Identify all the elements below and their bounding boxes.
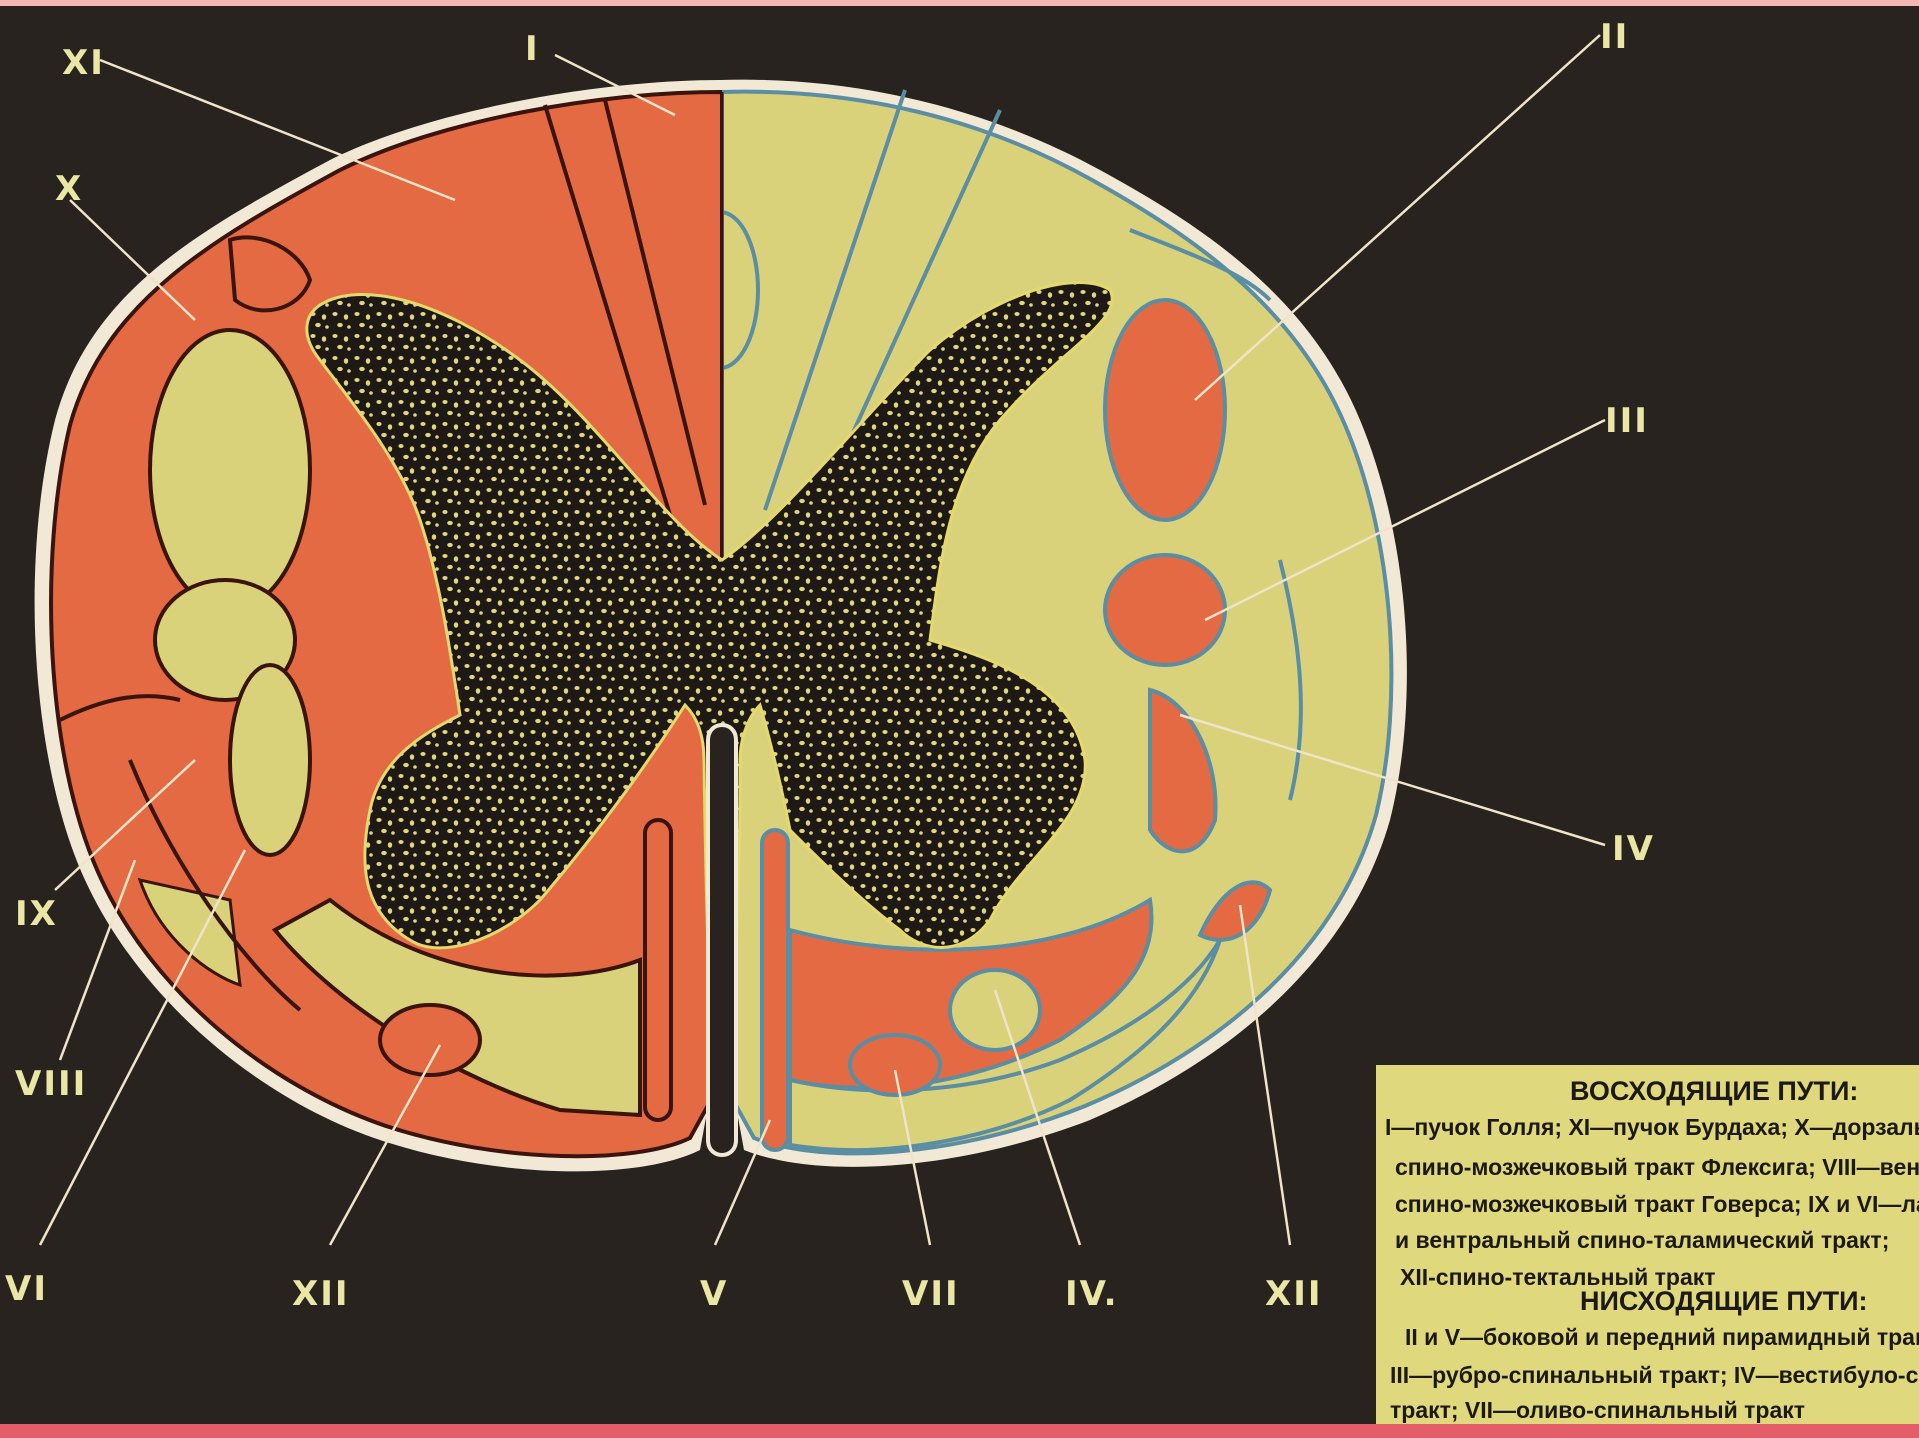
label-iv-right: IV xyxy=(1612,829,1655,869)
label-xii-right: XII xyxy=(1265,1274,1323,1314)
legend-descending-line-2: III—рубро-спинальный тракт; IV—вестибуло… xyxy=(1390,1362,1919,1388)
label-iv-bottom: IV. xyxy=(1065,1274,1119,1314)
right-tract-iii xyxy=(1105,555,1225,665)
label-ii: II xyxy=(1600,17,1629,57)
bottom-frame xyxy=(0,1424,1919,1438)
right-tract-vii xyxy=(850,1035,940,1095)
right-tract-ii xyxy=(1105,300,1225,520)
right-anterior-strip xyxy=(762,830,788,1150)
label-viii: VIII xyxy=(15,1064,87,1104)
label-iii: III xyxy=(1605,401,1649,441)
label-v: V xyxy=(700,1274,728,1314)
legend-descending-title: НИСХОДЯЩИЕ ПУТИ: xyxy=(1580,1286,1868,1316)
label-xii-left: XII xyxy=(292,1274,350,1314)
left-tract-oval-low xyxy=(230,665,310,855)
label-i: I xyxy=(525,29,540,69)
legend-ascending-title: ВОСХОДЯЩИЕ ПУТИ: xyxy=(1570,1076,1858,1106)
label-x: X xyxy=(55,169,83,209)
legend-ascending-line-2: спино-мозжечковый тракт Флексига; VIII—в… xyxy=(1395,1154,1919,1180)
left-anterior-strip xyxy=(645,820,671,1120)
right-tract-iv-lower xyxy=(950,970,1040,1050)
legend-descending-line-3: тракт; VII—оливо-спинальный тракт xyxy=(1390,1397,1805,1423)
label-vii: VII xyxy=(902,1274,960,1314)
label-xi: XI xyxy=(62,43,105,83)
legend-card: ВОСХОДЯЩИЕ ПУТИ: I—пучок Голля; XI—пучок… xyxy=(1376,1065,1919,1424)
legend-descending-line-1: II и V—боковой и передний пирамидный тра… xyxy=(1405,1324,1919,1350)
label-ix: IX xyxy=(15,894,58,934)
legend-ascending-line-1: I—пучок Голля; XI—пучок Бурдаха; X—дорза… xyxy=(1385,1114,1919,1140)
left-tract-oval-upper xyxy=(150,330,310,610)
legend-ascending-line-4: и вентральный спино-таламический тракт; xyxy=(1395,1227,1889,1253)
label-vi: VI xyxy=(5,1269,48,1309)
legend-ascending-line-3: спино-мозжечковый тракт Говерса; IX и VI… xyxy=(1395,1191,1919,1217)
anterior-median-fissure xyxy=(708,725,736,1155)
top-frame xyxy=(0,0,1919,6)
